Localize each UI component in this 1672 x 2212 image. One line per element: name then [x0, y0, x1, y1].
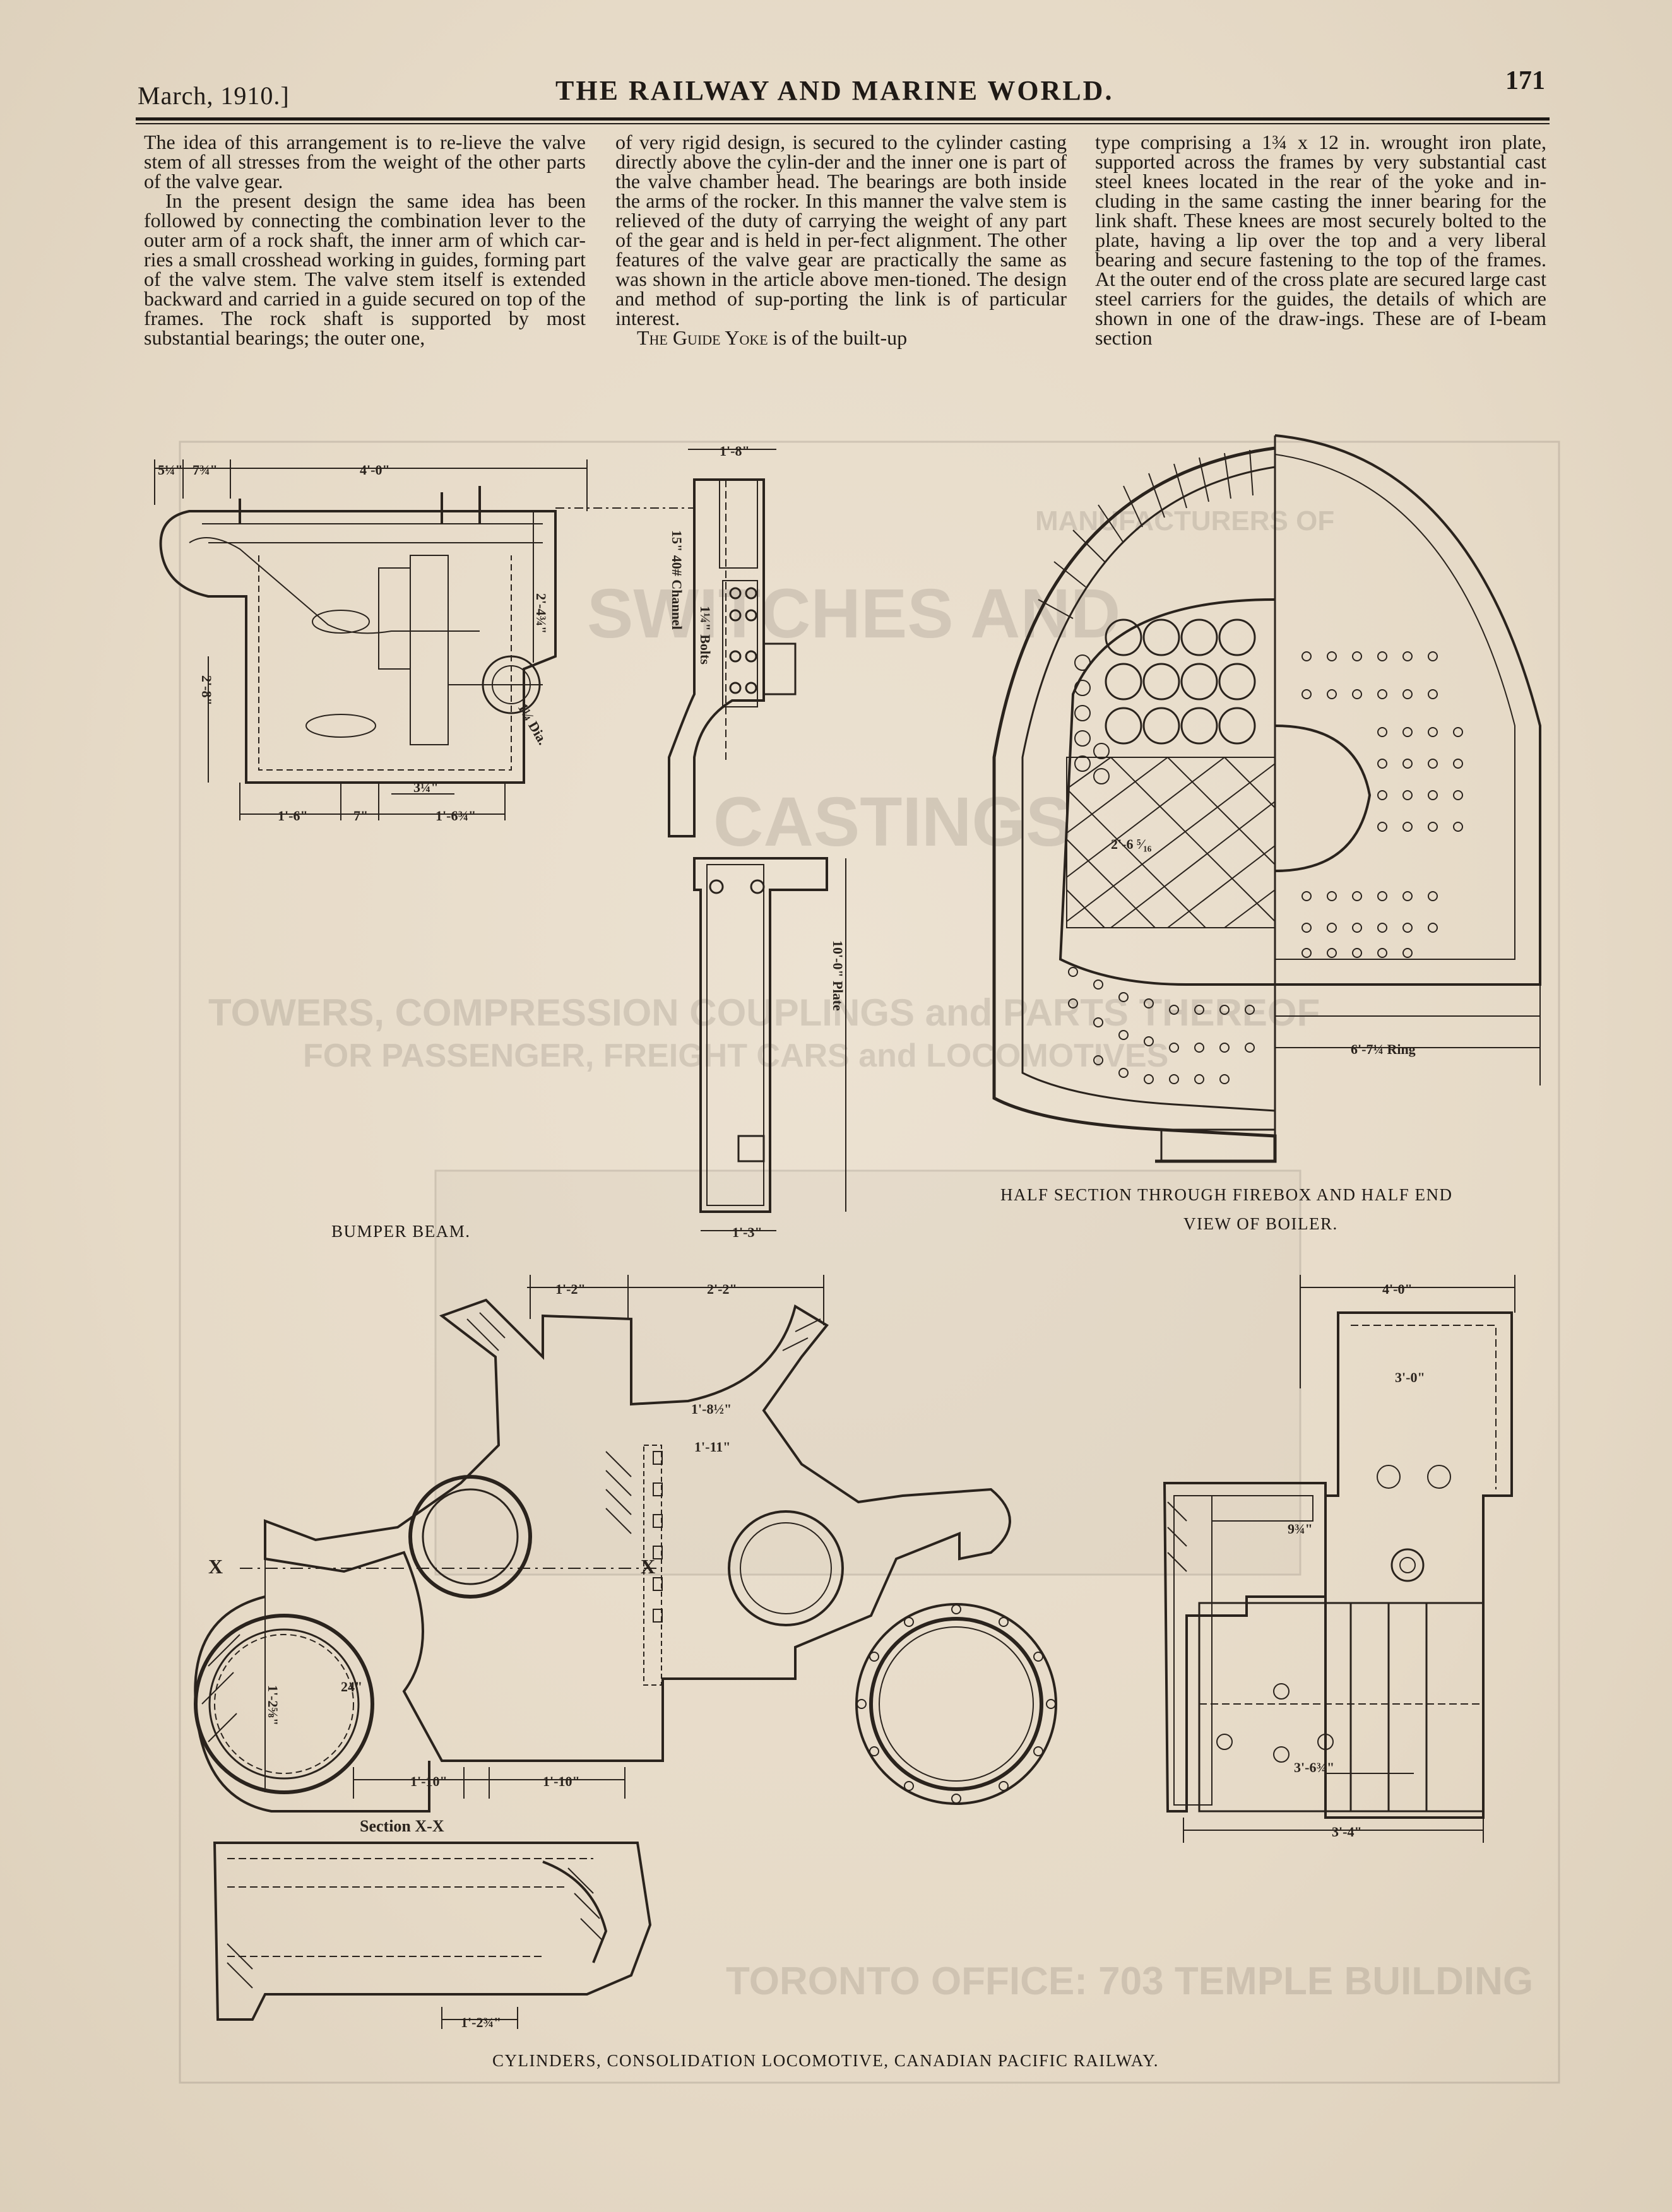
plate-label: 10'-0" Plate [830, 940, 846, 1011]
show-through-text: MANUFACTURERS OF SWITCHES AND CASTINGS T… [208, 506, 1533, 2003]
bolts-label: 1¼" Bolts [697, 606, 713, 665]
article-column-2: of very rigid design, is secured to the … [615, 133, 1067, 410]
article-paragraph: The idea of this arrangement is to re-li… [144, 133, 586, 192]
dimension-label: 1'-6" [278, 808, 308, 824]
ring-label: 6'-7¼ Ring [1351, 1041, 1416, 1057]
article-paragraph: of very rigid design, is secured to the … [615, 133, 1067, 329]
dimension-label: 1'-6¾" [436, 808, 476, 824]
article-column-1: The idea of this arrangement is to re-li… [144, 133, 586, 410]
show-through-line: TORONTO OFFICE: 703 TEMPLE BUILDING [726, 1960, 1533, 2003]
boiler-caption-line1: HALF SECTION THROUGH FIREBOX AND HALF EN… [1000, 1185, 1453, 1204]
dimension-label: 7" [353, 808, 368, 824]
header-date: March, 1910.] [138, 81, 290, 110]
channel-label: 15" 40# Channel [669, 530, 685, 630]
dimension-label: 1¼ Dia. [515, 701, 551, 747]
boiler-section-drawing [992, 434, 1541, 1163]
dimension-label: 2'-4¾" [533, 593, 549, 634]
section-mark: X [641, 1555, 655, 1578]
dimension-label: 1'-10" [543, 1773, 580, 1789]
page-number: 171 [1505, 66, 1545, 95]
article-column-3: type comprising a 1¾ x 12 in. wrought ir… [1095, 133, 1546, 410]
dimension-label: 3'-4" [1332, 1824, 1362, 1840]
show-through-line: SWITCHES AND [587, 575, 1120, 653]
bumper-beam-drawing [154, 459, 694, 820]
section-mark: X [208, 1555, 223, 1578]
header-rule [136, 117, 1550, 121]
show-through-line: CASTINGS [713, 783, 1072, 861]
dimension-label: 2'-2" [707, 1281, 737, 1297]
dimension-label: 1'-8½" [691, 1401, 732, 1417]
guide-yoke-drawing [668, 449, 846, 1231]
show-through-frame [179, 441, 1560, 2084]
dimension-label: 24" [341, 1679, 362, 1694]
dimension-label: 1'-3" [732, 1224, 762, 1240]
article-paragraph: In the present design the same idea has … [144, 189, 586, 349]
dimension-label: 4'-0" [1382, 1281, 1413, 1297]
dimension-label: 5¼" [158, 462, 183, 478]
dimension-label: 1'-10" [410, 1773, 448, 1789]
dimension-label: 2'-6 ⁵⁄₁₆ [1111, 836, 1152, 852]
header-rule-thin [136, 123, 1550, 124]
cylinders-caption: CYLINDERS, CONSOLIDATION LOCOMOTIVE, CAN… [492, 2051, 1159, 2070]
section-label: Section X-X [360, 1817, 444, 1835]
dimension-label: 1'-8" [720, 443, 750, 459]
show-through-line: TOWERS, COMPRESSION COUPLINGS and PARTS … [208, 991, 1320, 1034]
dimension-label: 9¾" [1288, 1521, 1313, 1537]
header-title: THE RAILWAY AND MARINE WORLD. [555, 75, 1114, 106]
dimension-label: 4'-0" [360, 462, 390, 478]
section-x-x-drawing [213, 1842, 652, 2029]
dimension-label: 7¾" [193, 462, 218, 478]
dimension-label: 1'-2⅝" [265, 1685, 281, 1725]
dimension-label: 1'-11" [694, 1439, 730, 1455]
dimension-label: 1'-2" [555, 1281, 586, 1297]
show-through-line: MANUFACTURERS OF [1035, 506, 1334, 536]
show-through-line: FOR PASSENGER, FREIGHT CARS and LOCOMOTI… [303, 1038, 1168, 1074]
dimension-label: 1'-2¾" [461, 2014, 501, 2030]
cylinder-side-drawing [1163, 1275, 1515, 1843]
article-paragraph: type comprising a 1¾ x 12 in. wrought ir… [1095, 133, 1546, 349]
run-in-heading: The Guide Yoke [637, 326, 768, 349]
dimension-label: 2'-8" [199, 675, 215, 706]
cylinder-drawing [194, 1275, 1057, 1813]
dimension-label: 3'-0" [1395, 1369, 1425, 1385]
boiler-caption-line2: VIEW OF BOILER. [1183, 1214, 1338, 1233]
dimension-label: 3'-6¾" [1294, 1760, 1334, 1775]
bumper-beam-caption: BUMPER BEAM. [331, 1222, 471, 1241]
paragraph-text: is of the built-up [768, 326, 908, 349]
dimension-label: 3¼" [413, 779, 439, 795]
article-paragraph: The Guide Yoke is of the built-up [615, 328, 1067, 348]
